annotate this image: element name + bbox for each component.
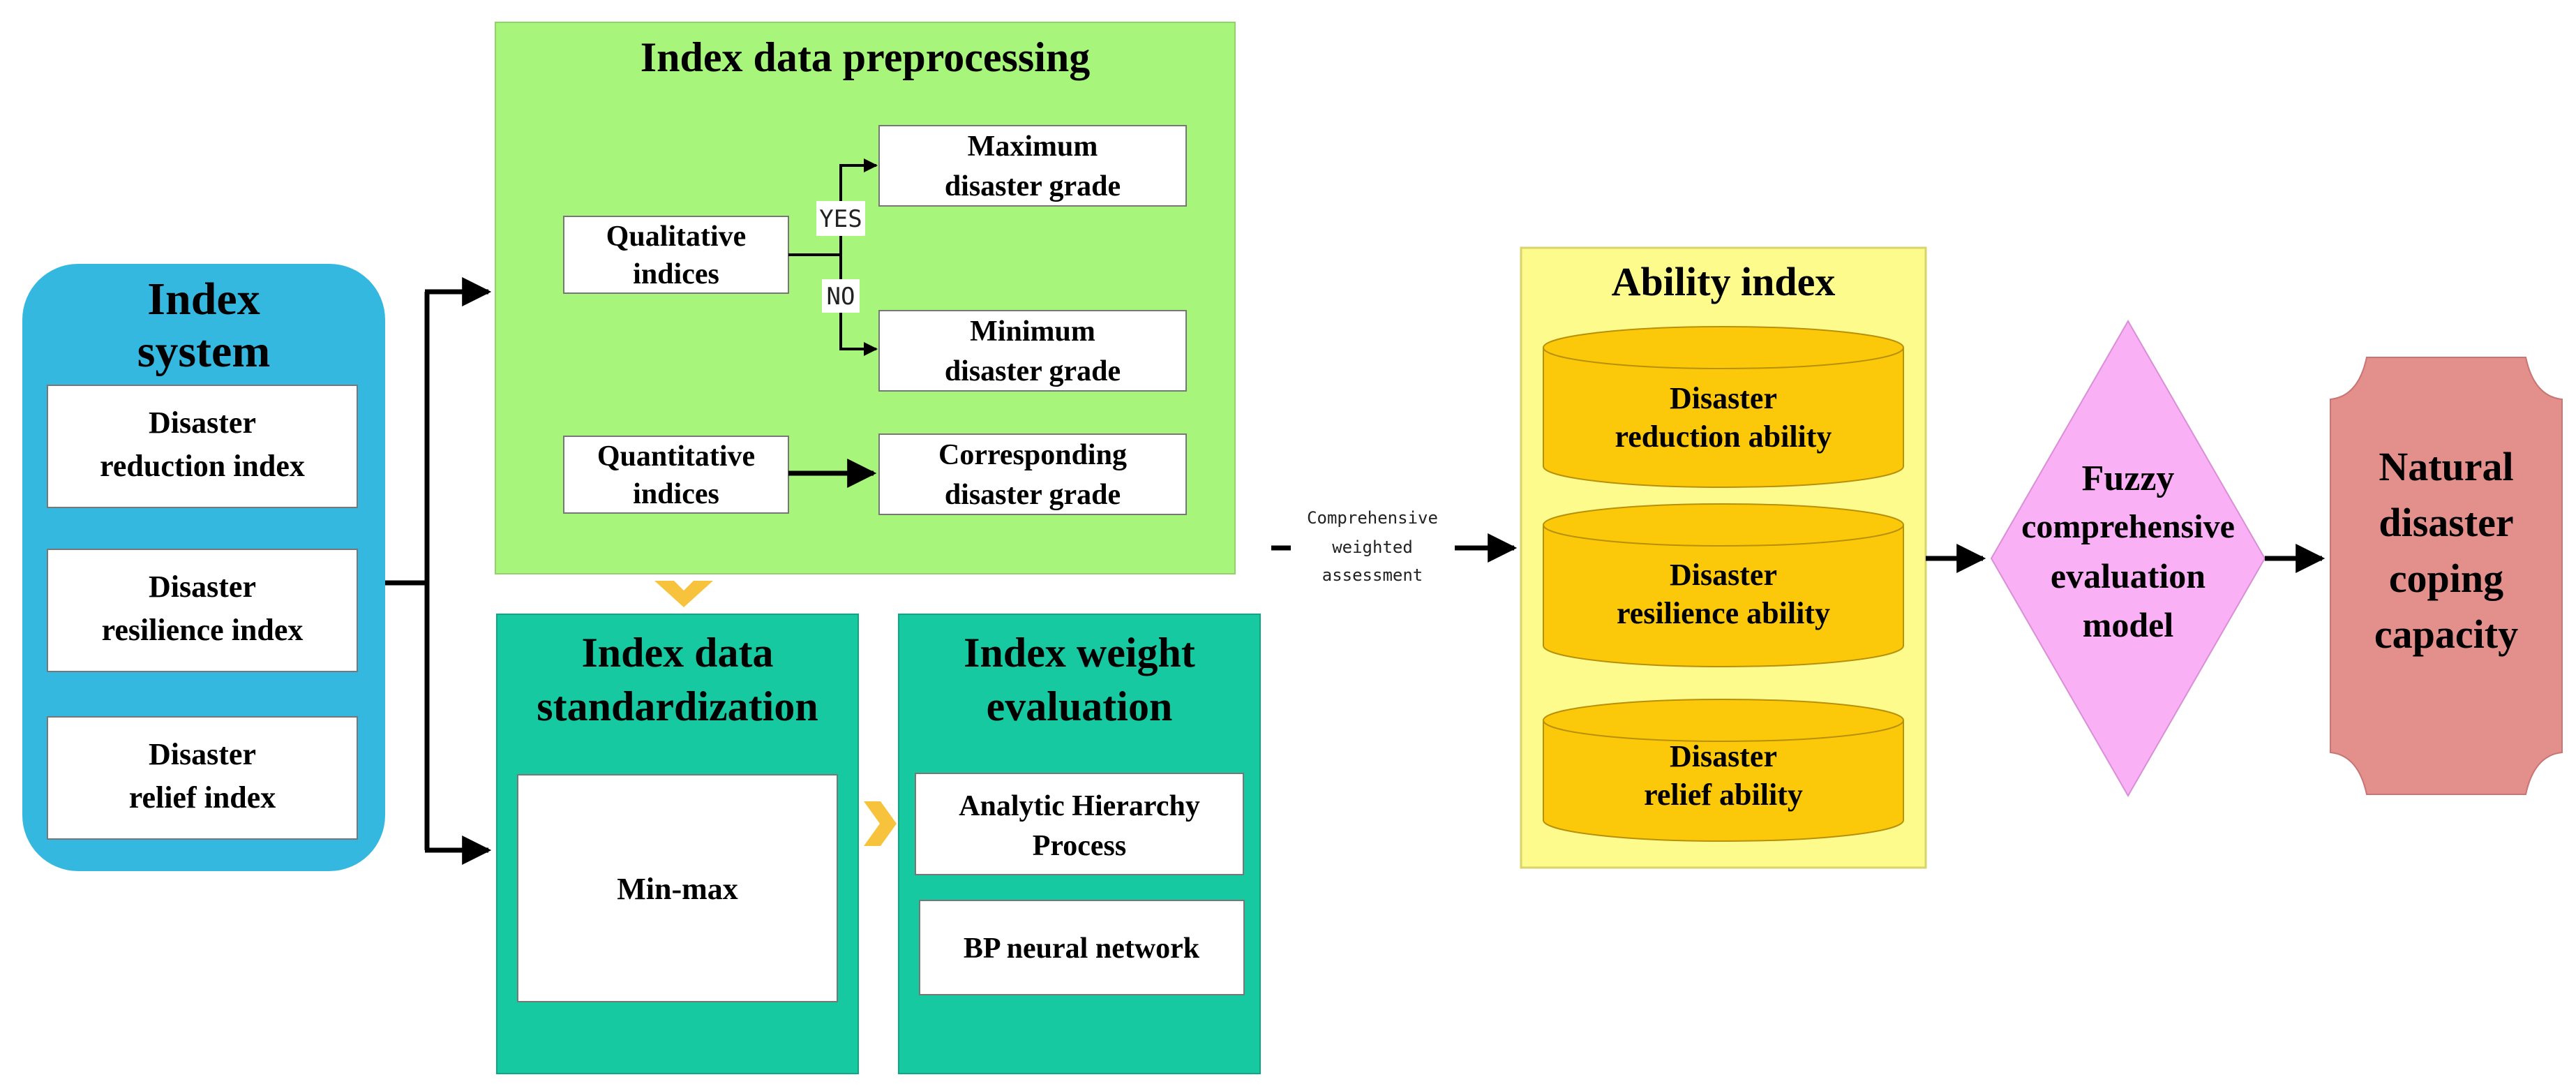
disaster-reduction-index-box: Disaster reduction index [47,385,358,508]
quantitative-line2: indices [633,478,719,510]
chevron-down-icon [654,581,713,607]
min-grade-line1: Minimum [970,316,1095,348]
capacity-line1: Natural [2379,444,2513,489]
ability-index-node: Ability index Disaster reduction ability… [1520,246,1927,869]
standardization-title-line1: Index data [581,630,773,676]
capacity-line2: disaster [2379,500,2513,545]
qualitative-line1: Qualitative [606,221,747,253]
qualitative-branch-edges: YES NO [788,158,878,356]
resilience-ability-cylinder: Disaster resilience ability [1543,503,1904,667]
assessment-label-line3: assessment [1322,565,1423,585]
minimum-disaster-grade-box: Minimum disaster grade [878,310,1187,392]
disaster-relief-index-line2: relief index [129,780,276,815]
fuzzy-diamond [1990,319,2266,798]
assessment-label-line1: Comprehensive [1307,508,1438,528]
reduction-ability-line2: reduction ability [1615,420,1832,454]
qualitative-indices-box: Qualitative indices [563,216,789,294]
assessment-label-line2: weighted [1332,537,1413,557]
corresponding-grade-line1: Corresponding [938,439,1127,471]
disaster-reduction-index-line1: Disaster [149,406,256,440]
standardization-title-line2: standardization [537,683,818,729]
corresponding-disaster-grade-box: Corresponding disaster grade [878,433,1187,515]
corresponding-grade-line2: disaster grade [945,479,1121,511]
preprocessing-title: Index data preprocessing [641,34,1091,80]
min-grade-line2: disaster grade [945,355,1121,387]
capacity-line3: coping [2389,556,2503,601]
max-grade-line1: Maximum [968,131,1098,163]
preprocessing-node: Index data preprocessing Qualitative ind… [495,22,1236,574]
min-max-label: Min-max [617,872,738,906]
svg-text:Index: Index [147,274,260,325]
maximum-disaster-grade-box: Maximum disaster grade [878,125,1187,207]
disaster-relief-index-line1: Disaster [149,737,256,771]
coping-capacity-node: Natural disaster coping capacity [2330,357,2563,795]
fuzzy-line4: model [2083,605,2174,644]
ability-index-title: Ability index [1612,259,1836,304]
disaster-resilience-index-line1: Disaster [149,570,256,604]
no-label: NO [827,283,855,311]
disaster-relief-index-box: Disaster relief index [47,716,358,840]
chevron-right-icon [864,801,897,846]
fuzzy-line2: comprehensive [2021,508,2235,545]
weight-title-line2: evaluation [987,683,1173,729]
resilience-ability-line2: resilience ability [1617,596,1830,630]
index-system-edges [385,277,492,865]
reduction-ability-line1: Disaster [1670,381,1777,415]
resilience-ability-line1: Disaster [1670,558,1777,592]
fuzzy-line1: Fuzzy [2082,459,2175,498]
qualitative-line2: indices [633,258,719,290]
bp-neural-network-box: BP neural network [919,900,1245,995]
fuzzy-evaluation-node: Fuzzy comprehensive evaluation model [1990,319,2266,798]
standardization-node: Index data standardization Min-max [496,614,859,1074]
yes-label: YES [819,205,862,233]
reduction-ability-cylinder: Disaster reduction ability [1543,326,1904,488]
ahp-line2: Process [1033,830,1127,862]
ahp-line1: Analytic Hierarchy [959,790,1200,822]
weight-evaluation-node: Index weight evaluation Analytic Hierarc… [898,614,1261,1074]
relief-ability-line1: Disaster [1670,739,1777,773]
fuzzy-line3: evaluation [2051,556,2206,595]
relief-ability-line2: relief ability [1644,778,1803,812]
assessment-edge: Comprehensive weighted assessment [1271,508,1518,585]
quantitative-line1: Quantitative [597,440,755,473]
index-system-title-line1: Index [147,274,260,325]
index-system-title-line2: system [137,326,271,377]
min-max-box: Min-max [517,774,838,1002]
bp-neural-network-label: BP neural network [964,933,1200,965]
index-system-node: Index system Disaster reduction index Di… [22,264,385,871]
relief-ability-cylinder: Disaster relief ability [1543,699,1904,842]
capacity-line4: capacity [2374,611,2518,657]
weight-title-line1: Index weight [964,630,1195,676]
svg-text:system: system [137,326,271,377]
coping-capacity-shape [2330,357,2563,795]
quantitative-indices-box: Quantitative indices [563,436,789,514]
disaster-resilience-index-line2: resilience index [102,613,304,647]
ahp-box: Analytic Hierarchy Process [915,773,1244,875]
disaster-resilience-index-box: Disaster resilience index [47,549,358,672]
max-grade-line2: disaster grade [945,170,1121,202]
disaster-reduction-index-line2: reduction index [100,449,305,483]
